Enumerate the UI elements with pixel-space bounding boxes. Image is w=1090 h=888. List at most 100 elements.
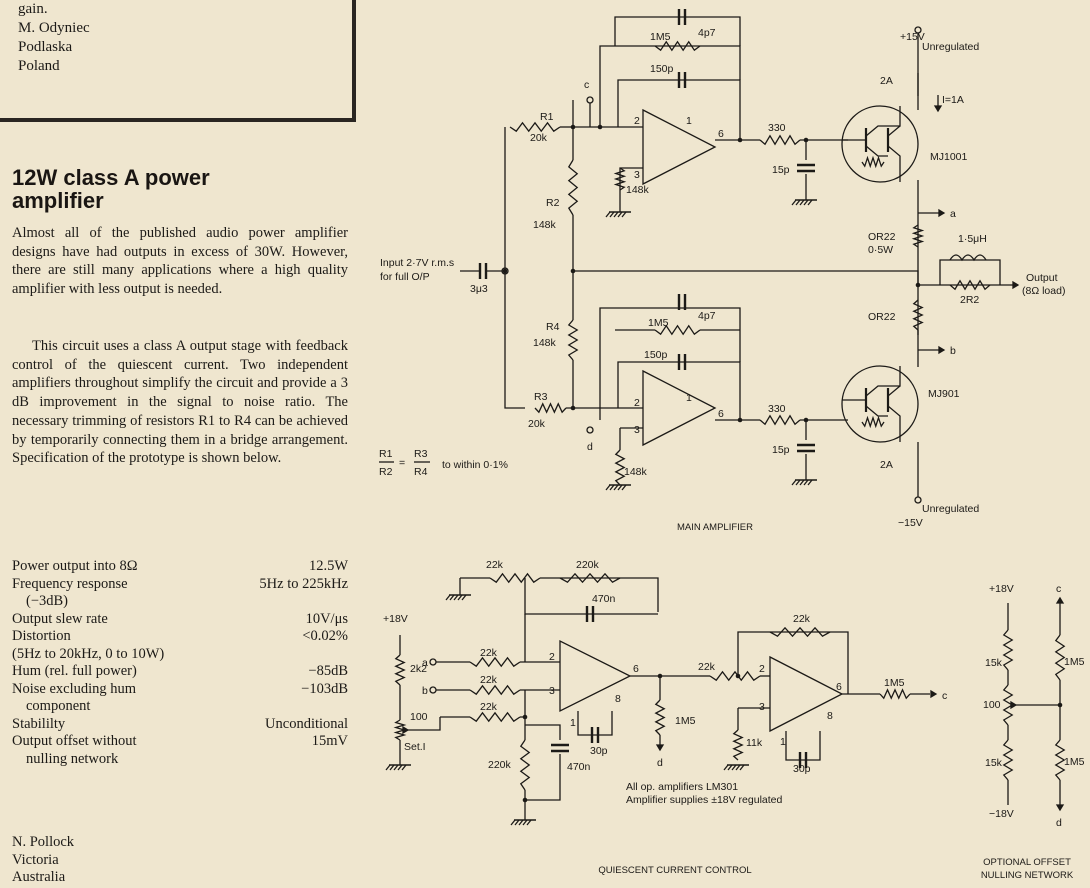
- wire: [573, 270, 919, 285]
- ground-hatch: [739, 764, 745, 771]
- inductor-1u5: [949, 254, 987, 262]
- ground-hatch: [735, 764, 741, 771]
- schematic-label: 2: [759, 663, 765, 675]
- schematic-label: 100: [410, 711, 428, 723]
- schematic-label: 6: [718, 128, 724, 140]
- schematic-label: 2: [634, 115, 640, 127]
- resistor-22k-q: [489, 572, 541, 584]
- resistor-r1: [509, 121, 561, 133]
- schematic-label: 1M5: [884, 677, 905, 689]
- author-state: Victoria: [12, 851, 59, 868]
- schematic-label: Unregulated: [922, 41, 979, 53]
- wire: [785, 731, 821, 761]
- resistor-330: [759, 134, 801, 146]
- schematic-label: OR22: [868, 231, 896, 243]
- schematic-label: c: [1056, 583, 1061, 595]
- schematic-label: 2R2: [960, 294, 979, 306]
- ground-hatch: [803, 479, 809, 486]
- author-name: N. Pollock: [12, 834, 75, 850]
- schematic-label: 148k: [624, 466, 648, 478]
- ground-hatch: [609, 484, 615, 491]
- schematic-label: c: [584, 79, 589, 91]
- schematic-label: 470n: [592, 593, 616, 605]
- spec-row: Noise excluding hum−103dB: [12, 681, 348, 699]
- spec-label: (5Hz to 20kHz, 0 to 10W): [12, 645, 165, 662]
- schematic-label: d: [657, 757, 663, 769]
- junction-dot: [803, 417, 809, 423]
- ground-hatch: [791, 199, 797, 206]
- schematic-label: 100: [983, 699, 1001, 711]
- spec-label: Frequency response: [12, 575, 128, 592]
- schematic-label: 2: [549, 651, 555, 663]
- schematic-label: 15p: [772, 444, 790, 456]
- resistor-15k-a: [1002, 629, 1014, 671]
- arrow: [402, 725, 410, 735]
- schematic-label: Amplifier supplies ±18V regulated: [626, 794, 783, 806]
- spec-label: nulling network: [26, 750, 119, 767]
- schematic-label: to within 0·1%: [442, 459, 508, 471]
- schematic-label: 20k: [530, 132, 548, 144]
- schematic-label: −15V: [898, 517, 923, 529]
- resistor: [613, 167, 627, 191]
- junction-dot: [597, 124, 603, 130]
- op-amp-symbol: [769, 655, 844, 733]
- arrow: [938, 208, 946, 218]
- schematic-label: 3: [634, 169, 640, 181]
- transistor-symbol: [841, 365, 919, 443]
- wire: [939, 259, 1001, 285]
- article-title-line1: 12W class A power: [12, 165, 210, 190]
- wire: [737, 631, 849, 694]
- ground-hatch: [401, 764, 407, 771]
- wire: [865, 145, 888, 157]
- ground-hatch: [445, 594, 451, 601]
- schematic-label: 1: [686, 392, 692, 404]
- resistor-2r2: [949, 279, 991, 291]
- schematic-label: R4: [546, 321, 560, 333]
- junction-dot: [502, 268, 508, 274]
- terminal: [586, 426, 594, 434]
- transistor-symbol: [841, 105, 919, 183]
- op-amp-symbol: [642, 108, 717, 186]
- arrow: [1010, 700, 1018, 710]
- terminal: [914, 496, 922, 504]
- schematic-label: 8: [827, 710, 833, 722]
- spec-label: (−3dB): [26, 593, 69, 609]
- ground-hatch: [791, 479, 797, 486]
- schematic-label: 1M5: [1064, 656, 1085, 668]
- schematic-label: c: [942, 690, 947, 702]
- previous-letter-country: Poland: [18, 58, 60, 74]
- schematic-label: a: [950, 208, 956, 220]
- spec-label: Output slew rate: [12, 610, 108, 627]
- spec-label: Distortion: [12, 628, 71, 644]
- ground-hatch: [397, 764, 403, 771]
- wire: [887, 145, 901, 182]
- junction-dot: [522, 797, 528, 803]
- ground-hatch: [795, 199, 801, 206]
- schematic-label: 4p7: [698, 27, 716, 39]
- spec-row: component: [12, 698, 348, 716]
- ground-hatch: [799, 479, 805, 486]
- arrow: [930, 689, 938, 699]
- spec-value: −85dB: [308, 663, 348, 679]
- schematic-label: 2: [634, 397, 640, 409]
- resistor-22k-d: [709, 670, 761, 682]
- schematic-label: 150p: [644, 349, 668, 361]
- resistor-r3: [534, 402, 567, 414]
- wire: [408, 717, 441, 731]
- schematic-label: Unregulated: [922, 503, 979, 515]
- junction-dot: [1057, 702, 1063, 708]
- schematic-label: NULLING NETWORK: [981, 870, 1074, 881]
- schematic-label: −18V: [989, 808, 1014, 820]
- article-title: 12W class A power amplifier: [12, 166, 312, 212]
- previous-letter-box: [0, 0, 356, 122]
- schematic-label: MJ901: [928, 388, 960, 400]
- ground-hatch: [518, 819, 524, 826]
- ground-hatch: [605, 484, 611, 491]
- resistor-or22: [911, 224, 925, 248]
- ground-hatch: [799, 199, 805, 206]
- wire: [865, 106, 901, 137]
- ground-hatch: [453, 594, 459, 601]
- resistor-148k-b: [614, 449, 626, 486]
- schematic-label: 15k: [985, 757, 1003, 769]
